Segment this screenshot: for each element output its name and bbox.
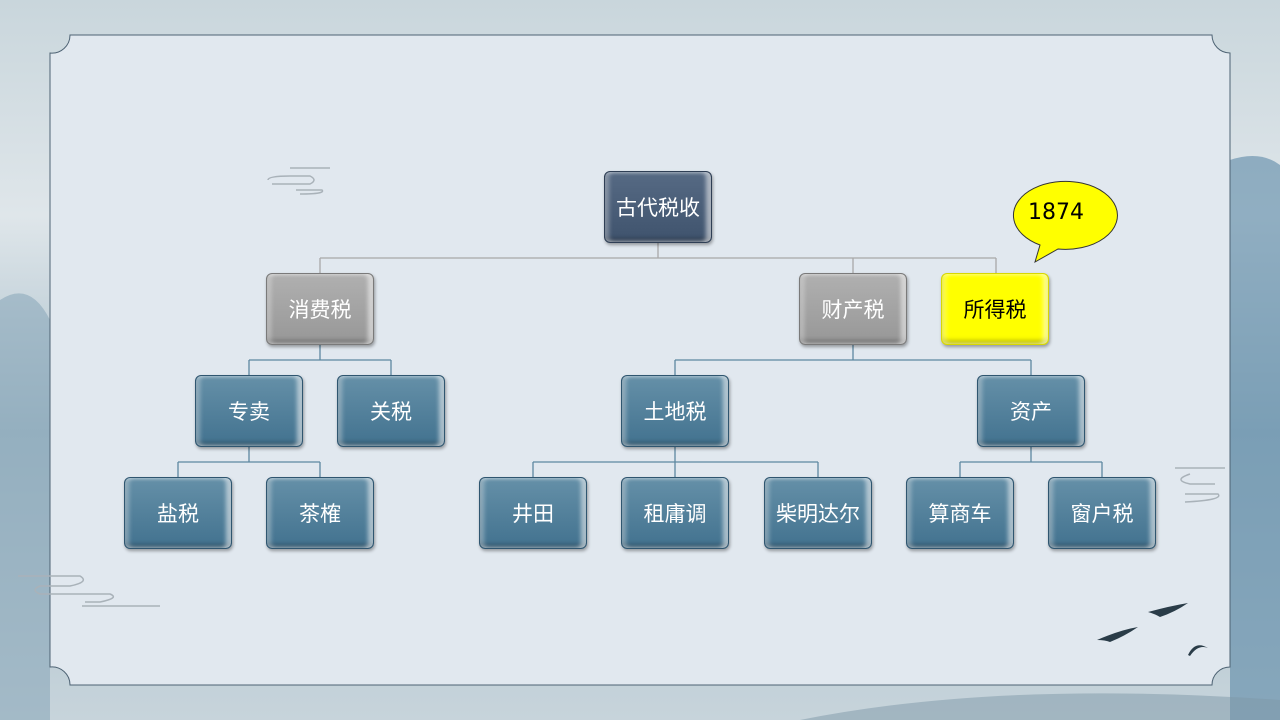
node-label: 茶榷 bbox=[299, 502, 341, 526]
node-label: 土地税 bbox=[643, 400, 707, 424]
node-label: 柴明达尔 bbox=[776, 502, 860, 526]
birds-decoration bbox=[1097, 603, 1208, 656]
node-well-field[interactable]: 井田 bbox=[479, 477, 587, 549]
node-label: 资产 bbox=[1010, 400, 1052, 424]
node-income-tax[interactable]: 所得税 bbox=[941, 273, 1049, 345]
node-property-tax[interactable]: 财产税 bbox=[799, 273, 907, 345]
node-label: 古代税收 bbox=[616, 196, 700, 220]
node-label: 财产税 bbox=[821, 298, 885, 322]
node-salt-tax[interactable]: 盐税 bbox=[124, 477, 232, 549]
node-label: 租庸调 bbox=[643, 502, 707, 526]
node-label: 关税 bbox=[370, 400, 412, 424]
frame-border bbox=[49, 34, 1231, 686]
connector-lines bbox=[177, 243, 1103, 477]
node-zuyongdiao[interactable]: 租庸调 bbox=[621, 477, 729, 549]
callout-bubble bbox=[1012, 180, 1118, 264]
node-root[interactable]: 古代税收 bbox=[604, 171, 712, 243]
node-label: 井田 bbox=[512, 502, 554, 526]
node-land-tax[interactable]: 土地税 bbox=[621, 375, 729, 447]
callout-year: 1874 bbox=[1028, 200, 1084, 225]
node-assets[interactable]: 资产 bbox=[977, 375, 1085, 447]
cloud-decoration bbox=[18, 167, 1225, 607]
node-label: 盐税 bbox=[157, 502, 199, 526]
node-tea-monopoly[interactable]: 茶榷 bbox=[266, 477, 374, 549]
node-label: 窗户税 bbox=[1070, 502, 1134, 526]
node-consumption-tax[interactable]: 消费税 bbox=[266, 273, 374, 345]
node-label: 专卖 bbox=[228, 400, 270, 424]
node-monopoly[interactable]: 专卖 bbox=[195, 375, 303, 447]
node-suanshangche[interactable]: 算商车 bbox=[906, 477, 1014, 549]
node-label: 消费税 bbox=[288, 298, 352, 322]
node-zamindar[interactable]: 柴明达尔 bbox=[764, 477, 872, 549]
node-label: 所得税 bbox=[963, 298, 1027, 322]
node-label: 算商车 bbox=[928, 502, 992, 526]
node-window-tax[interactable]: 窗户税 bbox=[1048, 477, 1156, 549]
node-customs[interactable]: 关税 bbox=[337, 375, 445, 447]
